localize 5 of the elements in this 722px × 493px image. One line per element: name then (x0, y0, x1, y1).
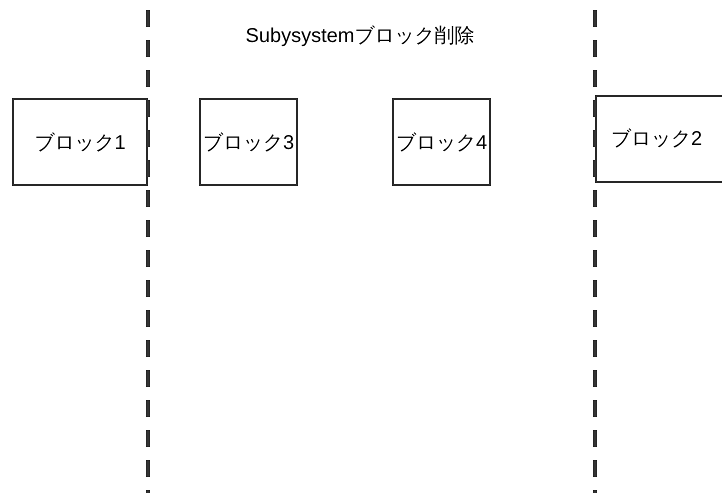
diagram-title: Subysystemブロック削除 (244, 24, 476, 49)
block-box: ブロック2 (595, 95, 722, 183)
block-box: ブロック3 (199, 98, 298, 186)
block-box: ブロック1 (12, 98, 148, 186)
block-box: ブロック4 (392, 98, 491, 186)
